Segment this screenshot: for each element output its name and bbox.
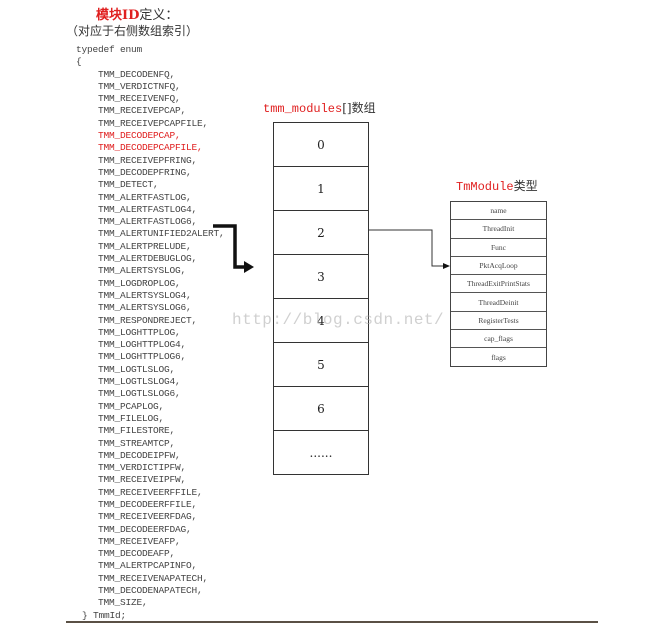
enum-item: TMM_ALERTSYSLOG, [98, 265, 187, 277]
array-label-name: tmm_modules [263, 102, 343, 116]
enum-item: TMM_ALERTPCAPINFO, [98, 560, 198, 572]
struct-field: ThreadInit [451, 220, 546, 239]
array-cell-0: 0 [274, 123, 368, 167]
enum-item: TMM_LOGHTTPLOG, [98, 326, 181, 338]
array-cell-6: 6 [274, 387, 368, 431]
array-cell-7: ...... [309, 445, 333, 460]
enum-item: TMM_ALERTFASTLOG4, [98, 203, 198, 215]
array-cell-5: 5 [274, 343, 368, 387]
enum-item: TMM_LOGTLSLOG4, [98, 376, 181, 388]
array-cell-4: 4 [274, 299, 368, 343]
struct-label: TmModule类型 [456, 177, 538, 194]
enum-item: TMM_LOGHTTPLOG4, [98, 339, 187, 351]
enum-items: TMM_DECODENFQ,TMM_VERDICTNFQ,TMM_RECEIVE… [76, 69, 225, 610]
enum-item: TMM_FILELOG, [98, 412, 165, 424]
diagram-title: 模块ID定义： [96, 4, 178, 23]
enum-item: TMM_ALERTUNIFIED2ALERT, [98, 228, 225, 240]
enum-item: TMM_ALERTPRELUDE, [98, 240, 192, 252]
enum-brace-open: { [76, 56, 82, 68]
bent-arrow-icon [213, 224, 254, 273]
enum-item: TMM_VERDICTIPFW, [98, 462, 187, 474]
enum-item: TMM_DECODEPFRING, [98, 166, 192, 178]
struct-field: ThreadDeinit [451, 293, 546, 312]
struct-label-suffix: 类型 [513, 179, 538, 193]
enum-item: TMM_DECODEIPFW, [98, 449, 181, 461]
enum-item: TMM_ALERTDEBUGLOG, [98, 253, 198, 265]
enum-item: TMM_RECEIVEPCAPFILE, [98, 117, 209, 129]
enum-item: TMM_DECODEERFDAG, [98, 523, 192, 535]
title-suffix: 定义： [139, 8, 179, 23]
enum-item: TMM_DECODEAFP, [98, 548, 176, 560]
enum-item: TMM_STREAMTCP, [98, 437, 176, 449]
enum-item: TMM_RECEIVEAFP, [98, 535, 181, 547]
enum-item: TMM_RESPONDREJECT, [98, 314, 198, 326]
enum-item: TMM_RECEIVEIPFW, [98, 474, 187, 486]
enum-item: TMM_DECODEERFFILE, [98, 498, 198, 510]
enum-typedef-line: typedef enum [76, 44, 143, 55]
struct-field: flags [491, 352, 506, 362]
enum-item: TMM_ALERTSYSLOG6, [98, 302, 192, 314]
enum-item: TMM_RECEIVEPFRING, [98, 154, 198, 166]
title-module-id: 模块ID [96, 8, 140, 23]
struct-field: RegisterTests [451, 312, 546, 331]
enum-item: TMM_DECODENAPATECH, [98, 585, 203, 597]
enum-item: TMM_DECODEPCAP, [98, 130, 181, 142]
struct-field: name [451, 202, 546, 221]
watermark: http://blog.csdn.net/ [232, 311, 445, 329]
enum-item: TMM_PCAPLOG, [98, 400, 165, 412]
enum-item: TMM_DETECT, [98, 179, 159, 191]
enum-item: TMM_SIZE, [98, 597, 148, 609]
array-cell-3: 3 [274, 255, 368, 299]
enum-item: TMM_RECEIVENFQ, [98, 93, 181, 105]
enum-item: TMM_DECODEPCAPFILE, [98, 142, 203, 154]
enum-item: TMM_ALERTFASTLOG6, [98, 216, 198, 228]
enum-item: TMM_RECEIVEPCAP, [98, 105, 187, 117]
enum-item: TMM_RECEIVEERFDAG, [98, 511, 198, 523]
array-cell-1: 1 [274, 167, 368, 211]
enum-item: TMM_LOGTLSLOG6, [98, 388, 181, 400]
enum-item: TMM_RECEIVEERFFILE, [98, 486, 203, 498]
enum-close-line: } TmmId; [82, 609, 127, 621]
enum-item: TMM_LOGDROPLOG, [98, 277, 181, 289]
array-label: tmm_modules[]数组 [263, 99, 376, 116]
diagram-subtitle: （对应于右侧数组索引） [66, 24, 199, 38]
array-label-suffix: []数组 [342, 101, 376, 115]
enum-item: TMM_LOGTLSLOG, [98, 363, 176, 375]
enum-item: TMM_ALERTSYSLOG4, [98, 289, 192, 301]
bottom-divider [66, 621, 598, 623]
struct-field: PktAcqLoop [451, 257, 546, 276]
enum-item: TMM_LOGHTTPLOG6, [98, 351, 187, 363]
struct-label-name: TmModule [456, 180, 514, 194]
enum-item: TMM_ALERTFASTLOG, [98, 191, 192, 203]
struct-field: ThreadExitPrintStats [451, 275, 546, 294]
enum-item: TMM_VERDICTNFQ, [98, 80, 181, 92]
struct-field: cap_flags [451, 330, 546, 349]
enum-code-block: typedef enum { TMM_DECODENFQ,TMM_VERDICT… [76, 44, 225, 622]
enum-item: TMM_RECEIVENAPATECH, [98, 572, 209, 584]
enum-item: TMM_FILESTORE, [98, 425, 176, 437]
struct-field: Func [451, 239, 546, 257]
enum-item: TMM_DECODENFQ, [98, 68, 176, 80]
pointer-arrow-icon [368, 229, 450, 269]
array-cell-2: 2 [274, 211, 368, 255]
